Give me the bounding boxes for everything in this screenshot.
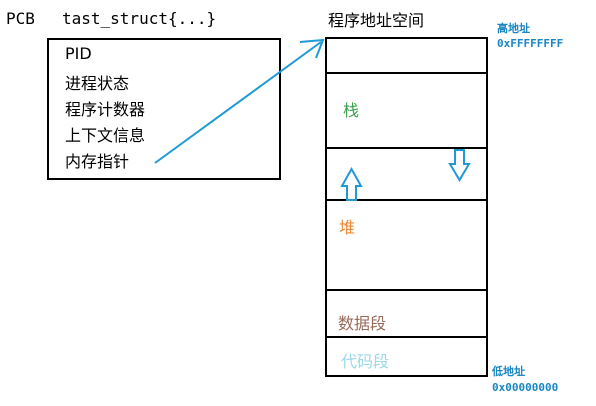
low-address-label: 低地址 [492,365,525,378]
divider-data [327,289,486,291]
low-address-value: 0x00000000 [492,381,559,394]
memory-pointer-arrowhead [299,38,325,59]
pcb-field-memory-pointer: 内存指针 [65,152,130,171]
high-address-value: 0xFFFFFFFF [497,37,564,50]
segment-code: 代码段 [341,352,390,371]
segment-heap: 堆 [339,218,356,237]
pcb-field-program-counter: 程序计数器 [65,100,146,119]
pcb-field-process-state: 进程状态 [65,74,130,93]
high-address-label: 高地址 [497,22,530,35]
segment-data: 数据段 [338,314,387,333]
divider-heap [327,199,486,201]
pcb-field-context-info: 上下文信息 [65,126,146,145]
pcb-label: PCB [6,9,35,28]
pcb-struct-title: tast_struct{...} [62,9,217,28]
segment-stack: 栈 [343,101,360,120]
pcb-field-pid: PID [65,44,92,63]
divider-top [327,72,486,74]
address-space-box: 栈 堆 数据段 代码段 [325,37,488,377]
pcb-box: PID 进程状态 程序计数器 上下文信息 内存指针 [47,38,281,180]
address-space-title: 程序地址空间 [328,11,425,30]
divider-code [327,336,486,338]
divider-stack [327,147,486,149]
